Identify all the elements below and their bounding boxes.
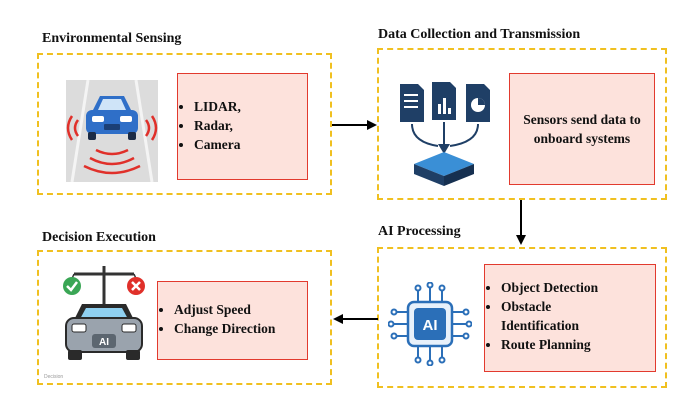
ai-chip-icon: AI — [387, 281, 473, 371]
execution-list: Adjust Speed Change Direction — [158, 300, 307, 338]
list-item: Route Planning — [501, 335, 655, 354]
processing-list: Object Detection Obstacle Identification… — [485, 278, 655, 354]
ai-car-scale-icon: AI — [56, 262, 152, 377]
list-item: Obstacle Identification — [501, 297, 611, 335]
execution-title: Decision Execution — [42, 230, 156, 245]
sensing-text-box: LIDAR, Radar, Camera — [177, 73, 308, 180]
sensing-list: LIDAR, Radar, Camera — [178, 97, 307, 154]
documents-to-server-icon — [392, 80, 502, 195]
watermark-text: Decision — [44, 374, 64, 380]
list-item: Radar, — [194, 116, 307, 135]
collection-text: Sensors send data to onboard systems — [523, 112, 641, 146]
collection-text-box: Sensors send data to onboard systems — [509, 73, 655, 185]
execution-text-box: Adjust Speed Change Direction — [157, 281, 308, 360]
execution-stage — [37, 250, 332, 385]
car-sensor-waves-icon — [66, 79, 158, 187]
processing-text-box: Object Detection Obstacle Identification… — [484, 264, 656, 372]
list-item: LIDAR, — [194, 97, 307, 116]
arrow-collection-to-processing — [516, 200, 526, 245]
collection-stage — [377, 48, 667, 200]
list-item: Object Detection — [501, 278, 655, 297]
svg-text:AI: AI — [99, 337, 109, 348]
sensing-stage — [37, 53, 332, 195]
processing-stage — [377, 247, 667, 388]
arrow-sensing-to-collection — [332, 120, 377, 130]
processing-title: AI Processing — [378, 224, 461, 239]
arrow-processing-to-execution — [333, 314, 378, 324]
list-item: Adjust Speed — [174, 300, 307, 319]
svg-text:AI: AI — [423, 317, 438, 334]
list-item: Camera — [194, 135, 307, 154]
list-item: Change Direction — [174, 319, 307, 338]
sensing-title: Environmental Sensing — [42, 31, 182, 46]
collection-title: Data Collection and Transmission — [378, 27, 581, 42]
